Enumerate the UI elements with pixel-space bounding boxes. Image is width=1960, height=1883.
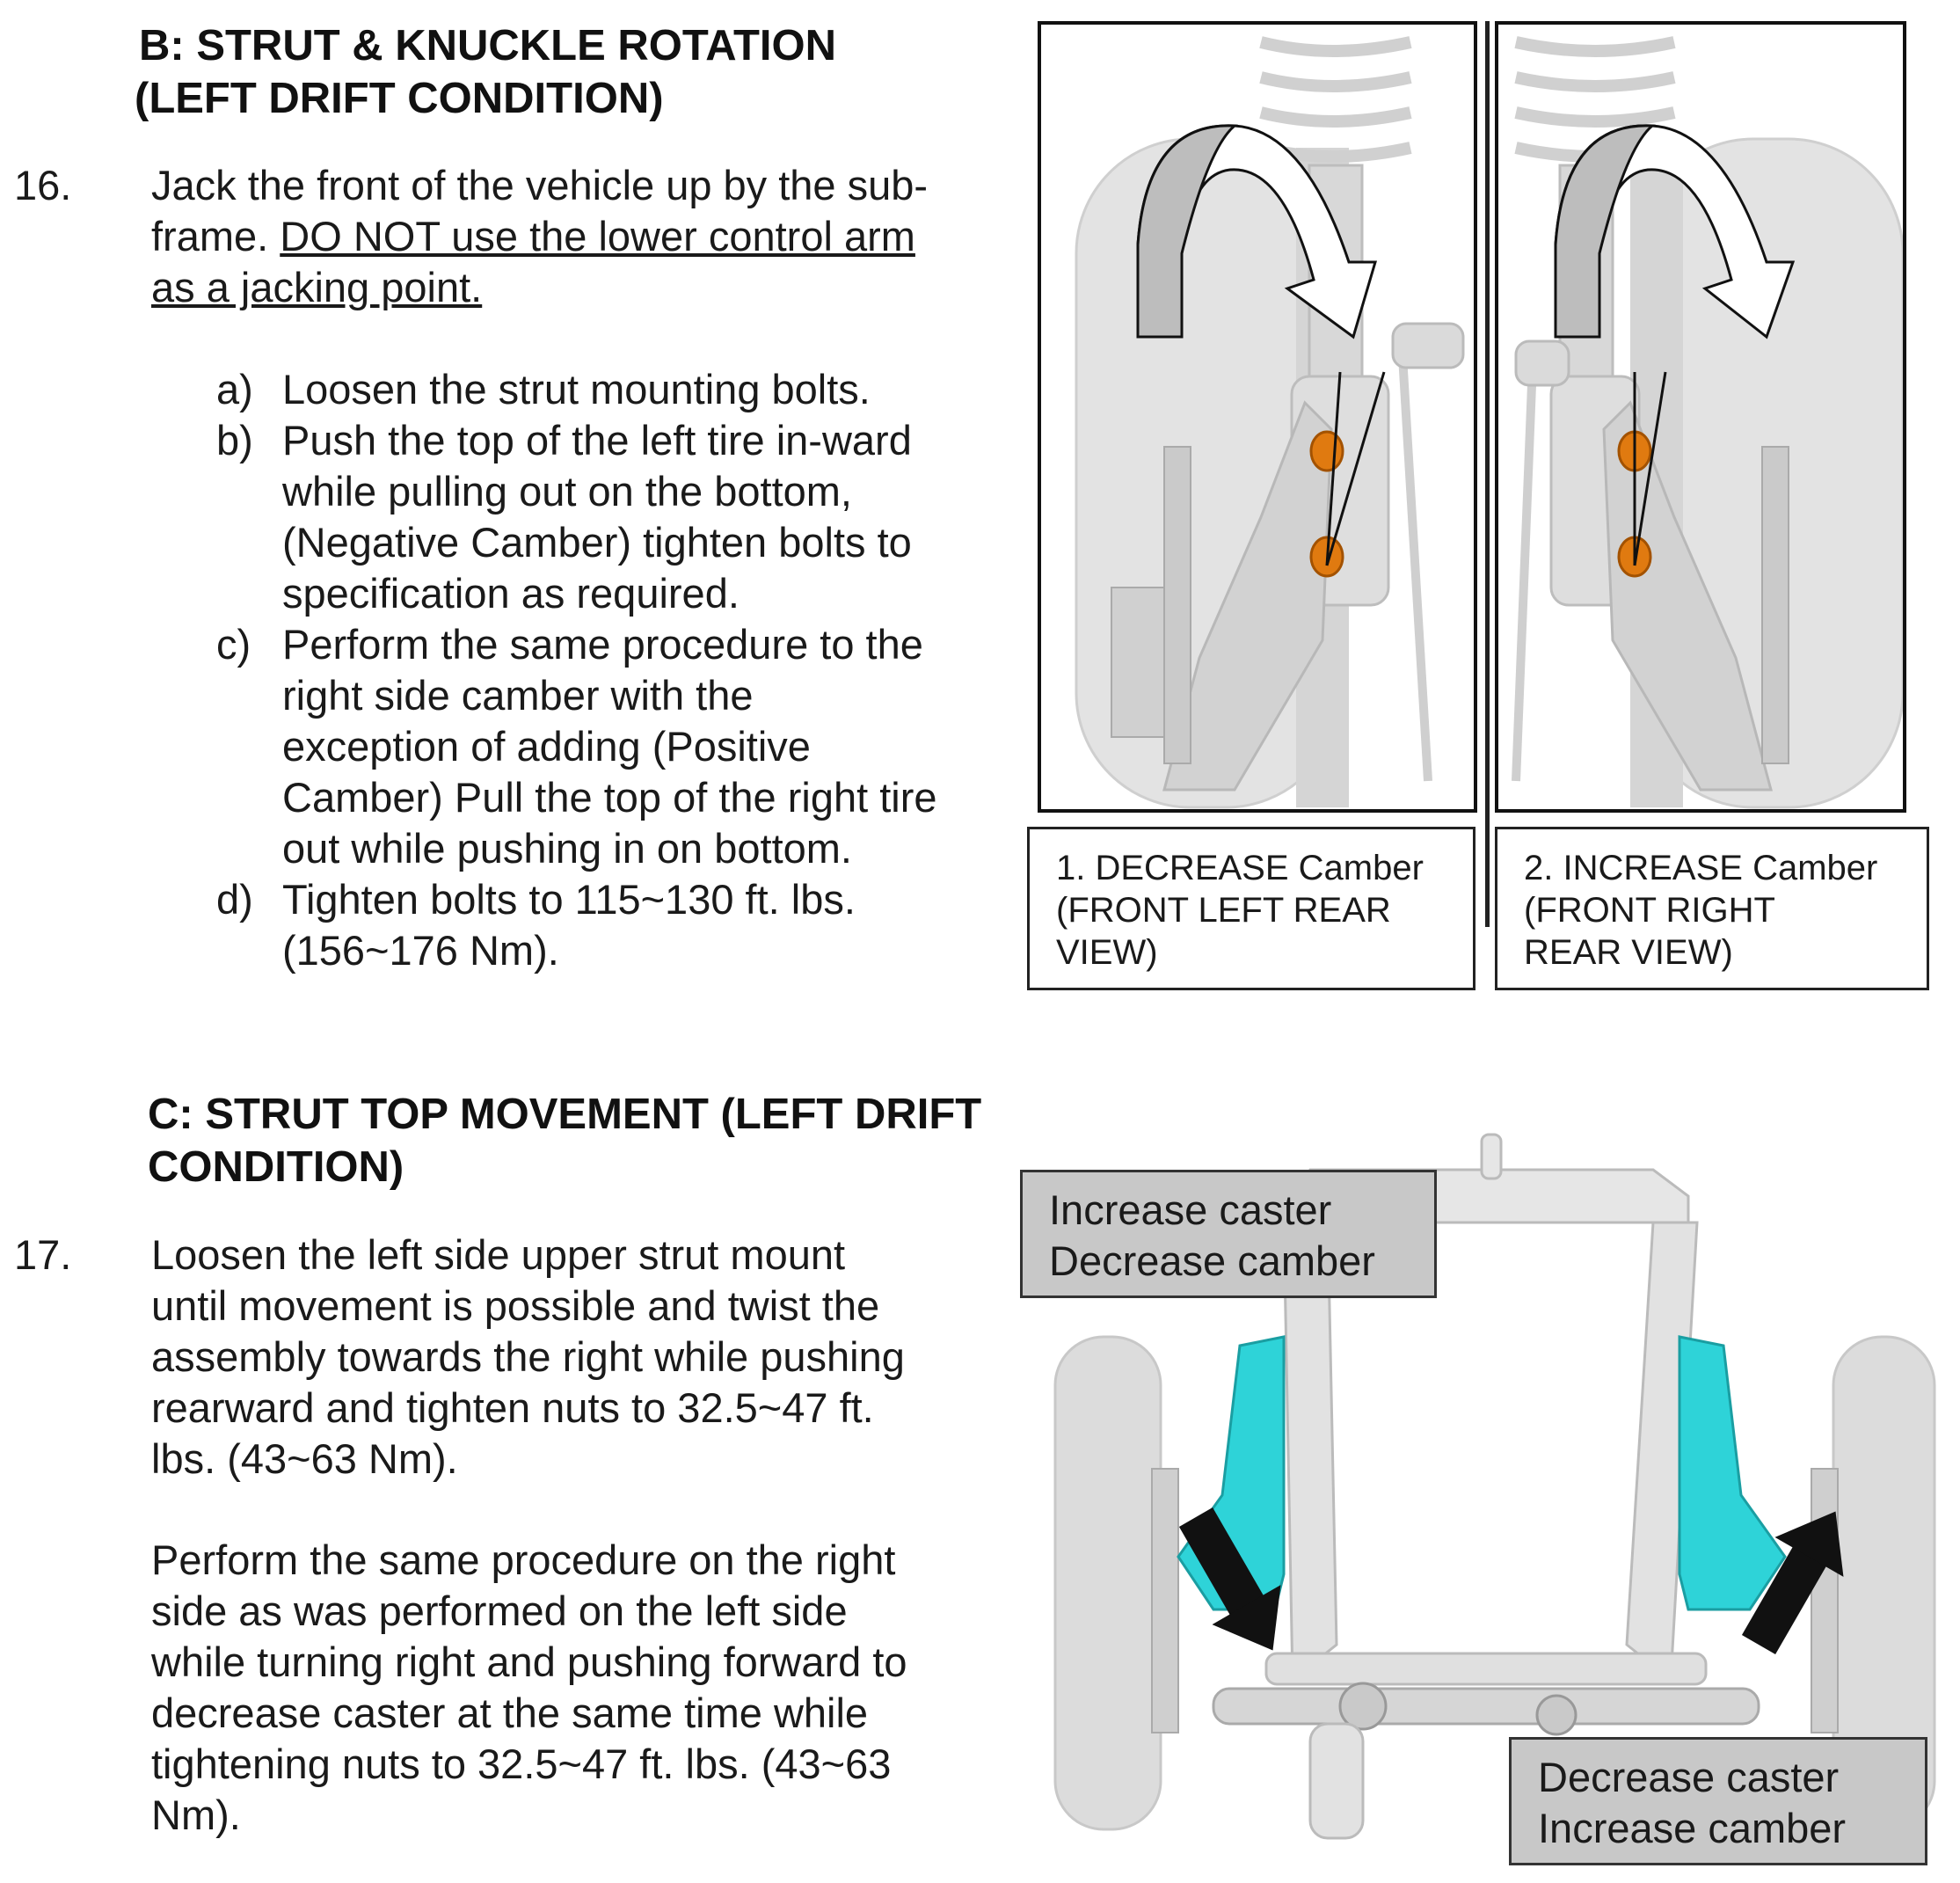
step-17-paragraph-1: Loosen the left side upper strut mount u… (151, 1230, 995, 1485)
substep-line: out while pushing in on bottom. (282, 825, 852, 872)
substep-line: specification as required. (282, 570, 740, 617)
substep-line: while pulling out on the bottom, (282, 468, 852, 515)
bolt-icon (1309, 430, 1344, 472)
step-16-number: 16. (14, 162, 72, 208)
paragraph-line: assembly towards the right while pushing (151, 1333, 905, 1380)
caption-line: VIEW) (1056, 933, 1158, 972)
section-c-heading-line1: C: STRUT TOP MOVEMENT (LEFT DRIFT (148, 1091, 982, 1138)
section-b-heading-line2: (LEFT DRIFT CONDITION) (135, 75, 664, 122)
caption-increase-camber: 2. INCREASE Camber (FRONT RIGHT REAR VIE… (1495, 827, 1929, 990)
figure-divider (1485, 21, 1490, 927)
substep-line: Loosen the strut mounting bolts. (282, 366, 871, 412)
step-16-warning-cont: as a jacking point. (151, 264, 483, 310)
caption-decrease-camber: 1. DECREASE Camber (FRONT LEFT REAR VIEW… (1027, 827, 1475, 990)
substep-line: Tighten bolts to 115~130 ft. lbs. (282, 876, 856, 923)
substep-line: Push the top of the left tire in-ward (282, 417, 912, 463)
step-16-text: Jack the front of the vehicle up by the … (151, 160, 995, 313)
arrow-up-forward-icon (1741, 1511, 1844, 1654)
camber-figure-left (1038, 21, 1477, 813)
paragraph-line: while turning right and pushing forward … (151, 1639, 907, 1685)
strut-left-illustration (1041, 25, 1474, 809)
substep-line: exception of adding (Positive (282, 723, 811, 770)
substep-letter: a) (216, 366, 253, 412)
caption-line: (FRONT RIGHT (1524, 891, 1775, 930)
step-16-line2: frame. DO NOT use the lower control arm (151, 211, 995, 262)
step-16-line1: Jack the front of the vehicle up by the … (151, 162, 929, 208)
caption-line: 2. INCREASE Camber (1524, 849, 1878, 887)
section-c-heading: C: STRUT TOP MOVEMENT (LEFT DRIFT CONDIT… (148, 1088, 981, 1193)
paragraph-line: until movement is possible and twist the (151, 1282, 880, 1329)
strut-right-illustration (1498, 25, 1903, 809)
label-line: Decrease camber (1049, 1237, 1375, 1284)
step-16-line2-plain: frame. (151, 213, 281, 259)
paragraph-line: rearward and tighten nuts to 32.5~47 ft. (151, 1384, 874, 1431)
substep-line: right side camber with the (282, 672, 754, 719)
substep-line: Perform the same procedure to the (282, 621, 923, 668)
substep-line: Camber) Pull the top of the right tire (282, 774, 937, 821)
right-control-arm (1678, 1335, 1787, 1611)
substep-line: (156~176 Nm). (282, 927, 559, 974)
paragraph-line: Loosen the left side upper strut mount (151, 1231, 846, 1278)
substep-letter: c) (216, 621, 251, 668)
label-line: Increase camber (1538, 1805, 1847, 1851)
label-line: Decrease caster (1538, 1754, 1840, 1800)
paragraph-line: side as was performed on the left side (151, 1587, 848, 1634)
label-increase-caster: Increase caster Decrease camber (1020, 1170, 1437, 1298)
paragraph-line: lbs. (43~63 Nm). (151, 1435, 458, 1482)
subframe-illustration (1053, 1133, 1936, 1840)
substep-letter: b) (216, 417, 253, 463)
caption-line: REAR VIEW) (1524, 933, 1733, 972)
section-b-heading: B: STRUT & KNUCKLE ROTATION (LEFT DRIFT … (135, 19, 836, 125)
substep-line: (Negative Camber) tighten bolts to (282, 519, 912, 566)
substep-letter: d) (216, 876, 253, 923)
paragraph-line: decrease caster at the same time while (151, 1690, 869, 1736)
step-17-number: 17. (14, 1231, 72, 1278)
label-line: Increase caster (1049, 1186, 1332, 1233)
caption-line: (FRONT LEFT REAR (1056, 891, 1391, 930)
label-decrease-caster: Decrease caster Increase camber (1509, 1737, 1927, 1865)
paragraph-line: Nm). (151, 1792, 241, 1838)
step-16-warning: DO NOT use the lower control arm (280, 213, 915, 259)
caption-line: 1. DECREASE Camber (1056, 849, 1424, 887)
paragraph-line: tightening nuts to 32.5~47 ft. lbs. (43~… (151, 1741, 892, 1787)
step-17-paragraph-2: Perform the same procedure on the right … (151, 1535, 995, 1841)
paragraph-line: Perform the same procedure on the right (151, 1536, 896, 1583)
left-tire (1053, 1335, 1162, 1831)
section-c-heading-line2: CONDITION) (148, 1143, 404, 1191)
camber-figure-right (1495, 21, 1906, 813)
section-b-heading-line1: B: STRUT & KNUCKLE ROTATION (139, 22, 836, 69)
arrow-down-rearward-icon (1178, 1507, 1281, 1651)
